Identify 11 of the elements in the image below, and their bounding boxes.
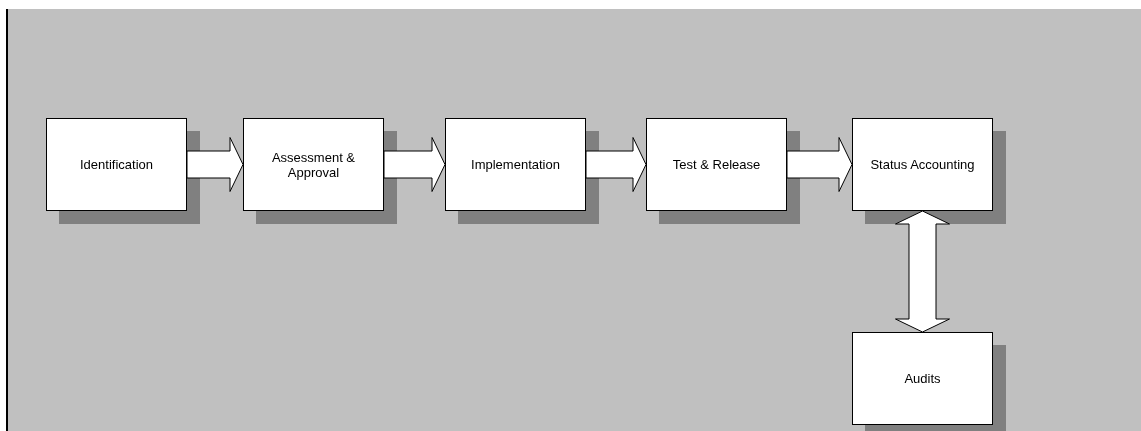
box-label: Audits — [904, 371, 941, 386]
block-arrow — [585, 137, 647, 192]
box-label: Identification — [80, 157, 153, 172]
box-label: Implementation — [471, 157, 560, 172]
box-label: Test & Release — [672, 157, 761, 172]
block-arrow — [186, 137, 244, 192]
block-arrow — [895, 210, 950, 333]
block-arrow — [786, 137, 853, 192]
box-label: Assessment & Approval — [270, 149, 357, 180]
block-arrow — [383, 137, 446, 192]
box-label: Status Accounting — [870, 157, 975, 172]
